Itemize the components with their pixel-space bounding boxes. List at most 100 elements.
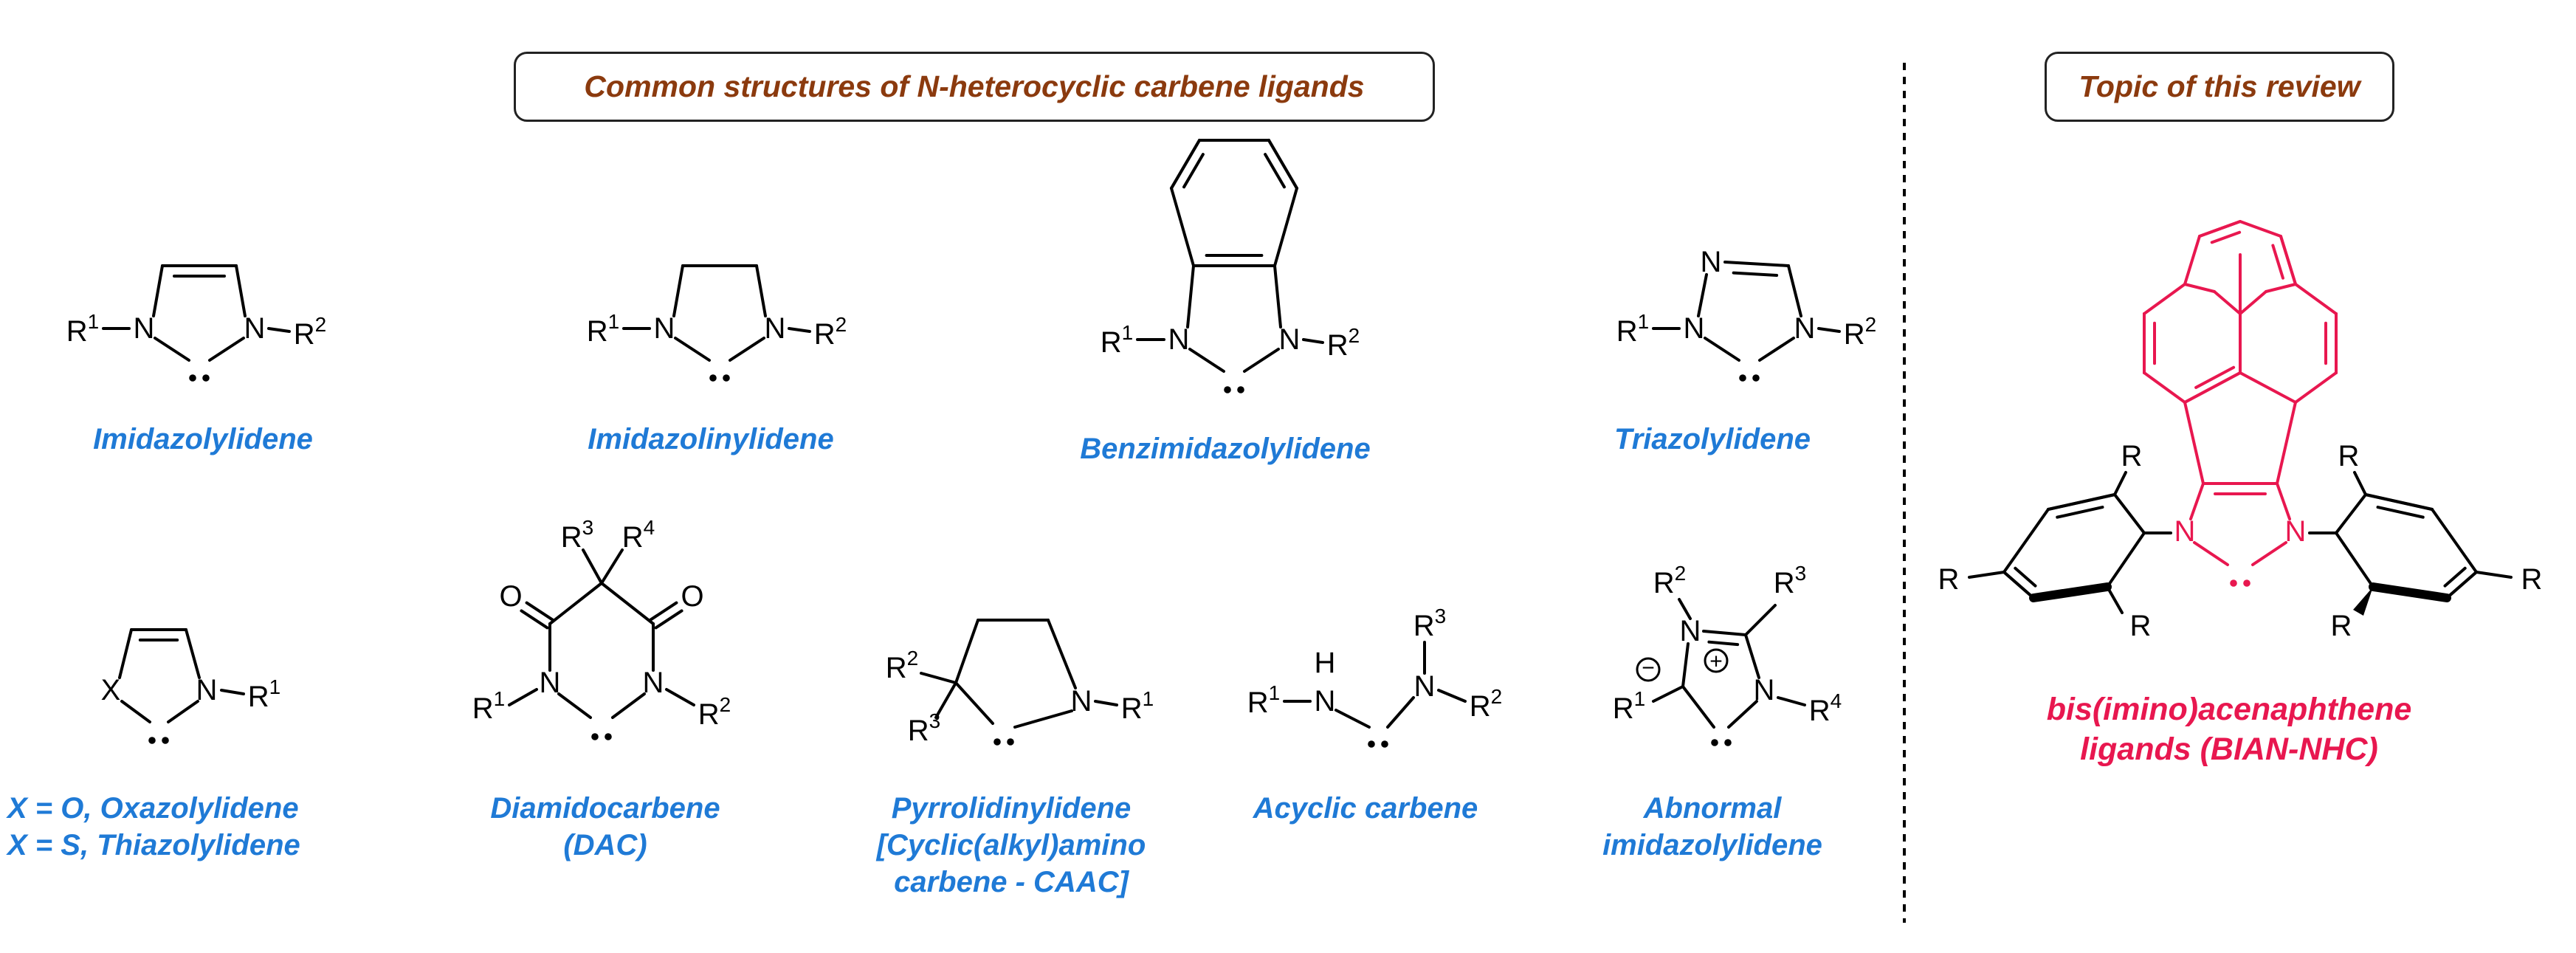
substituent-label: R2 — [1653, 562, 1686, 600]
bond — [208, 337, 245, 362]
atom-label: N — [196, 674, 218, 706]
bond — [557, 692, 592, 719]
bond — [665, 688, 695, 706]
bond — [2276, 401, 2297, 485]
substituent-label: R3 — [561, 516, 593, 554]
atom-label: N — [1315, 685, 1336, 718]
bond — [2335, 493, 2367, 534]
bond — [1273, 264, 1282, 328]
atom-label: N — [1279, 323, 1301, 356]
header-topic-of-review: Topic of this review — [2045, 52, 2394, 122]
bond — [1170, 187, 1195, 267]
bond — [2294, 371, 2338, 404]
atom-label: N — [2174, 515, 2196, 548]
bond — [2183, 283, 2216, 293]
bond — [954, 681, 994, 725]
lone-pair-dot — [993, 738, 1001, 746]
bond — [934, 681, 957, 719]
atom-label: N — [244, 312, 266, 345]
bond — [2047, 493, 2116, 511]
bond — [2029, 582, 2112, 602]
bond — [2189, 482, 2205, 520]
lone-pair-dot — [709, 374, 717, 382]
bond — [1186, 264, 1195, 328]
bond — [235, 264, 247, 317]
atom-label: N — [1071, 685, 1092, 718]
label-triazolylidene: Triazolylidene — [1614, 423, 1811, 455]
substituent-label: R1 — [1247, 681, 1280, 720]
bond — [1968, 571, 2005, 579]
substituent-label: R — [2121, 440, 2143, 472]
bond — [118, 628, 133, 679]
substituent-label: R1 — [66, 310, 99, 348]
lone-pair-dot — [2243, 579, 2250, 587]
substituent-label: R1 — [1121, 687, 1154, 726]
bond — [954, 619, 979, 684]
bond — [2194, 365, 2236, 389]
bond — [2056, 506, 2104, 519]
bond — [2239, 371, 2297, 404]
lone-pair-dot — [723, 374, 730, 382]
bond — [2294, 283, 2338, 315]
bond — [267, 327, 291, 333]
bond — [2143, 371, 2186, 404]
bond — [2193, 541, 2229, 566]
atom-label: N — [654, 312, 675, 345]
lone-pair-dot — [1724, 739, 1732, 746]
bond — [600, 548, 624, 585]
label-benzimidazolylidene: Benzimidazolylidene — [1080, 433, 1371, 465]
atom-label: N — [540, 667, 561, 699]
atom-label: N — [134, 312, 155, 345]
bond — [672, 264, 684, 317]
substituent-label: R2 — [1327, 324, 1360, 362]
bond — [2265, 283, 2297, 293]
substituent-label: R — [2130, 610, 2152, 642]
label-pyrrolidinylidene: Pyrrolidinylidene [Cyclic(alkyl)amino ca… — [876, 792, 1146, 898]
atom-label: N — [1701, 246, 1722, 278]
substituent-label: R3 — [1413, 605, 1446, 643]
bond — [674, 337, 711, 362]
lone-pair-dot — [1007, 738, 1014, 746]
minus-charge-icon — [1636, 657, 1661, 682]
header-common-structures: Common structures of N-heterocyclic carb… — [514, 52, 1435, 122]
bond — [2210, 230, 2242, 244]
bond — [1243, 348, 1280, 373]
bond — [2106, 531, 2146, 588]
substituent-label: R1 — [1101, 321, 1133, 359]
bond — [2113, 493, 2146, 534]
charge-label: − — [1642, 656, 1655, 681]
bond — [2443, 566, 2467, 588]
bond — [1817, 327, 1841, 333]
bond — [755, 264, 767, 317]
atom-label: N — [1680, 615, 1701, 647]
bond — [729, 337, 765, 362]
bond — [1182, 153, 1205, 189]
bond — [2376, 506, 2425, 519]
bond — [2364, 493, 2434, 511]
bond — [1678, 598, 1692, 620]
substituent-label: R1 — [1616, 310, 1649, 348]
lone-pair-dot — [1368, 740, 1375, 748]
substituent-label: R1 — [472, 687, 505, 726]
bond — [508, 688, 538, 706]
bond — [1777, 696, 1806, 706]
atom-label: O — [681, 580, 703, 613]
bond — [1681, 685, 1715, 729]
bond — [1707, 640, 1740, 647]
bond — [1264, 153, 1286, 189]
bond — [582, 548, 603, 585]
bond — [1273, 187, 1298, 267]
substituent-label: R4 — [1809, 689, 1842, 728]
bond — [520, 609, 549, 630]
bond — [2014, 566, 2037, 588]
lone-pair-dot — [1381, 740, 1388, 748]
atom-label: N — [1168, 323, 1190, 356]
label-acyclic-carbene: Acyclic carbene — [1253, 792, 1478, 825]
label-imidazolinylidene: Imidazolinylidene — [588, 423, 834, 455]
bond — [2002, 508, 2050, 574]
bond — [1744, 633, 1760, 679]
bond — [2239, 220, 2282, 238]
bond — [525, 601, 554, 622]
bond — [1188, 348, 1225, 373]
bond — [2475, 571, 2513, 579]
